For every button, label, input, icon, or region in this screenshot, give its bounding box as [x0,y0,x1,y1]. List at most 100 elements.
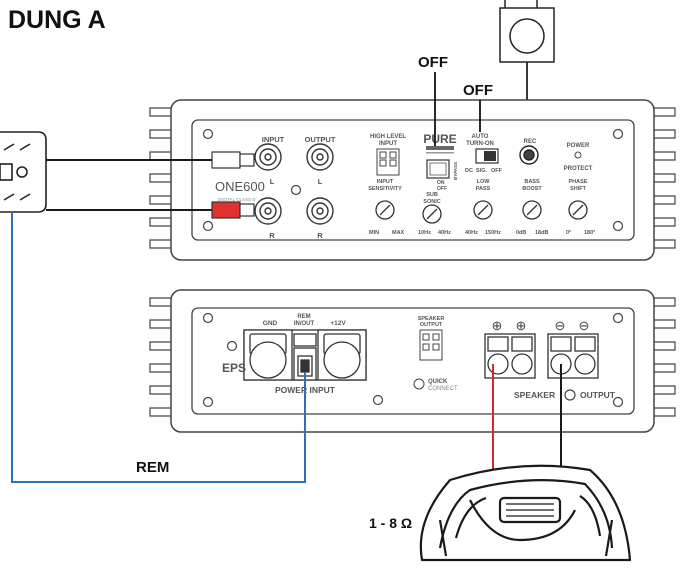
bottom-amplifier: GND REM IN/OUT +12V POWER INPUT EPS SPEA… [149,289,676,433]
sens-max: MAX [392,230,405,236]
minus-icon: ⊖ [555,318,566,333]
protect-label: PROTECT [564,166,593,172]
speaker-output-connector-icon [413,329,443,390]
pure-off-label: OFF [437,186,447,192]
auto-label-1: AUTO [472,134,489,140]
switch-dc-label: DC [465,168,473,174]
auto-off-callout: OFF [463,82,493,99]
screw-icon [202,128,214,140]
plus12v-terminal [323,341,361,379]
ps-min: 0° [566,230,571,236]
screw-icon [612,220,624,232]
rem-callout: REM [136,459,169,476]
screw-icon [202,220,214,232]
brand-logo: ONE600 [215,179,265,194]
input-label: INPUT [262,135,285,144]
rca-input-l-icon [254,143,282,171]
screw-icon [290,184,302,196]
high-level-connector-icon [376,148,400,176]
screw-icon [564,389,576,401]
sens-label-1: INPUT [377,179,394,185]
bassboost-label-1: BASS [524,179,540,185]
rem-label-2: IN/OUT [294,321,315,327]
lowpass-label-1: LOW [477,179,491,185]
switch-off-label: OFF [491,168,503,174]
phase-label-2: SHIFT [570,186,587,192]
phase-label-1: PHASE [569,179,588,185]
pure-on-label: ON [437,180,445,186]
ps-max: 180° [584,230,595,236]
output-r-label: R [317,231,323,240]
minus-icon: ⊖ [579,318,590,333]
bass-remote [499,0,555,148]
lowpass-label-2: PASS [476,186,491,192]
high-level-label-1: HIGH LEVEL [370,134,406,140]
output-label: OUTPUT [305,135,336,144]
bb-min: 0dB [516,230,526,236]
quick-label: QUICK [428,379,448,385]
input-r-label: R [269,231,275,240]
speaker-terminal-block [484,333,599,379]
rem-label-1: REM [297,314,310,320]
screw-icon [202,396,214,408]
eps-logo: EPS [222,361,246,375]
remote-knob-icon [509,18,545,54]
rca-output-l-icon [306,143,334,171]
rem-wire [11,212,306,483]
subwoofer-icon [419,464,632,562]
sens-min: MIN [369,230,379,236]
rca-plug-white-icon [211,151,241,169]
screw-icon [372,394,384,406]
plus12v-label: +12V [330,320,346,327]
speaker-plus-terminal [487,353,509,375]
gnd-label: GND [263,320,278,327]
plus-icon: ⊕ [492,318,503,333]
page-title: DUNG A [8,6,106,34]
high-level-label-2: INPUT [379,141,397,147]
top-amplifier: INPUT OUTPUT L L R R ONE600 DIGITAL CLAS… [149,99,676,261]
rec-jack-icon [519,145,539,165]
rca-plug-red-icon [211,201,241,219]
impedance-callout: 1 - 8 Ω [369,515,412,531]
input-l-label: L [270,177,275,186]
switch-sig-label: SIG. [476,168,487,174]
rec-label: REC [524,139,537,145]
lp-max: 150Hz [485,230,501,236]
rca-cables [46,151,255,219]
pure-off-callout: OFF [418,54,448,71]
speaker-output-label-2: OUTPUT [420,322,443,328]
power-led-icon [574,151,582,159]
gnd-terminal [249,341,287,379]
screw-icon [202,312,214,324]
speaker-label: SPEAKER [514,390,555,400]
auto-label-2: TURN-ON [466,141,494,147]
power-label: POWER [567,143,590,149]
brand-subtitle: DIGITAL CLASS D [218,197,256,202]
pure-label: PURE [423,132,456,146]
bypass-label: BYPASS [453,162,458,180]
connect-label: CONNECT [428,386,458,392]
output-label: OUTPUT [580,390,616,400]
screw-icon [226,340,238,352]
subsonic-label-1: SUB [426,192,438,198]
output-l-label: L [318,177,323,186]
ss-max: 40Hz [438,230,451,236]
ss-min: 10Hz [418,230,431,236]
lp-min: 40Hz [465,230,478,236]
plus-icon: ⊕ [516,318,527,333]
rca-output-r-icon [306,197,334,225]
rca-input-r-icon [254,197,282,225]
bassboost-label-2: BOOST [522,186,542,192]
screw-icon [612,396,624,408]
screw-icon [612,128,624,140]
speaker-output-label-1: SPEAKER [418,316,445,322]
screw-icon [612,312,624,324]
subsonic-label-2: SONIC [423,199,440,205]
sens-label-2: SENSITIVITY [368,186,402,192]
bb-max: 18dB [535,230,548,236]
head-unit [0,131,47,213]
power-terminal-block [243,329,367,381]
quick-connect-icon [413,378,425,390]
